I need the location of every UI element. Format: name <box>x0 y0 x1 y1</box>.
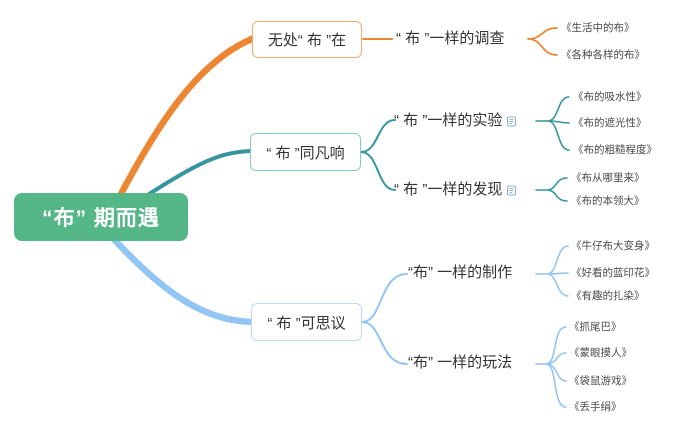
note-icon[interactable] <box>506 184 517 196</box>
leaf-item[interactable]: 《袋鼠游戏》 <box>569 375 632 387</box>
leaf-item[interactable]: 《布的粗糙程度》 <box>573 144 657 156</box>
leaf-item[interactable]: 《丢手绢》 <box>569 401 622 413</box>
branch-node-incredible[interactable]: “ 布 ”可思议 <box>251 303 362 341</box>
central-topic[interactable]: “布” 期而遇 <box>14 193 188 241</box>
leaf-item[interactable]: 《抓尾巴》 <box>569 321 622 333</box>
leaf-item[interactable]: 《布从哪里来》 <box>571 172 645 184</box>
branch-node-everywhere[interactable]: 无处“ 布 ”在 <box>252 21 362 58</box>
branch2-curve <box>133 149 253 205</box>
subtopic-experiment-label: “ 布 ”一样的实验 <box>394 112 503 129</box>
branch3-sub2-brace <box>535 326 567 408</box>
branch2-fork <box>360 119 396 191</box>
leaf-item[interactable]: 《牛仔布大变身》 <box>571 240 655 252</box>
branch-node-extraordinary[interactable]: “ 布 ”同凡响 <box>250 133 361 171</box>
subtopic-survey[interactable]: “ 布 ”一样的调查 <box>396 31 504 47</box>
leaf-item[interactable]: 《有趣的扎染》 <box>571 290 645 302</box>
leaf-item[interactable]: 《布的吸水性》 <box>573 91 647 103</box>
leaf-item[interactable]: 《布的本领大》 <box>571 195 645 207</box>
subtopic-discovery-label: “ 布 ”一样的发现 <box>394 181 503 198</box>
branch3-fork <box>361 273 408 365</box>
leaf-item[interactable]: 《蒙眼摸人》 <box>569 347 632 359</box>
leaf-item[interactable]: 《布的遮光性》 <box>573 117 647 129</box>
note-icon[interactable] <box>506 115 517 127</box>
subtopic-making-label: “布” 一样的制作 <box>408 264 513 281</box>
subtopic-games-label: “布” 一样的玩法 <box>408 354 513 371</box>
branch2-sub2-brace <box>535 177 568 202</box>
leaf-item[interactable]: 《各种各样的布》 <box>561 49 645 61</box>
branch3-curve <box>106 231 257 326</box>
leaf-item[interactable]: 《生活中的布》 <box>561 22 635 34</box>
subtopic-making[interactable]: “布” 一样的制作 <box>408 265 512 281</box>
subtopic-games[interactable]: “布” 一样的玩法 <box>408 355 512 371</box>
branch1-curve <box>111 34 258 209</box>
leaf-item[interactable]: 《好看的蓝印花》 <box>571 267 655 279</box>
branch3-sub1-brace <box>535 245 569 297</box>
subtopic-survey-label: “ 布 ”一样的调查 <box>396 30 505 47</box>
branch1-brace <box>527 27 558 56</box>
subtopic-discovery[interactable]: “ 布 ”一样的发现 <box>394 182 517 198</box>
branch2-sub1-brace <box>535 96 570 151</box>
subtopic-experiment[interactable]: “ 布 ”一样的实验 <box>394 113 517 129</box>
